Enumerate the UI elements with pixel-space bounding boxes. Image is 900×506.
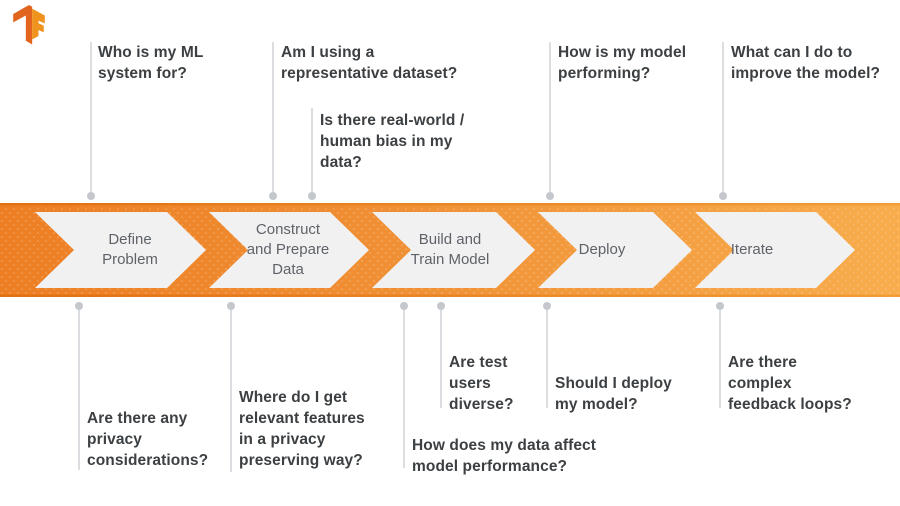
connector-dot xyxy=(719,192,727,200)
connector-line xyxy=(311,108,313,192)
connector-line xyxy=(78,310,80,470)
chevron-label-iterate: Iterate xyxy=(730,241,774,258)
connector-line xyxy=(722,42,724,192)
connector-line xyxy=(230,310,232,472)
band-bottom-edge xyxy=(0,294,900,297)
chevron-label-build-train-model: Build and Train Model xyxy=(410,231,490,268)
connector-line xyxy=(719,310,721,408)
connector-line xyxy=(546,310,548,408)
chevron-define-problem xyxy=(35,212,206,288)
question-ml-system-for: Who is my ML system for? xyxy=(98,44,204,82)
band-top-edge xyxy=(0,203,900,206)
question-human-bias: Is there real-world / human bias in my d… xyxy=(320,112,465,171)
connector-line xyxy=(549,42,551,192)
question-should-i-deploy: Should I deploy my model? xyxy=(555,375,672,413)
connector-dot xyxy=(546,192,554,200)
chevron-construct-prepare-data xyxy=(209,212,369,288)
question-privacy-considerations: Are there any privacy considerations? xyxy=(87,410,209,469)
chevron-deploy xyxy=(538,212,692,288)
connector-dot xyxy=(716,302,724,310)
connector-line xyxy=(440,310,442,408)
connector-line xyxy=(90,42,92,192)
chevron-label-deploy: Deploy xyxy=(578,241,626,258)
question-data-affect-performance: How does my data affect model performanc… xyxy=(412,437,597,475)
question-representative-dataset: Am I using a representative dataset? xyxy=(281,44,458,82)
connector-dot xyxy=(75,302,83,310)
question-model-performing: How is my model performing? xyxy=(558,44,687,82)
connector-dot xyxy=(269,192,277,200)
connector-dot xyxy=(437,302,445,310)
tensorflow-logo-icon xyxy=(13,5,45,45)
connector-dot xyxy=(400,302,408,310)
connector-dot xyxy=(308,192,316,200)
chevron-build-train-model xyxy=(372,212,535,288)
connector-dot xyxy=(543,302,551,310)
process-band xyxy=(0,203,900,297)
chevron-label-construct-prepare-data: Construct and Prepare Data xyxy=(246,221,330,278)
question-test-users-diverse: Are test users diverse? xyxy=(449,354,514,413)
question-feedback-loops: Are there complex feedback loops? xyxy=(728,354,852,413)
chevron-label-define-problem: Define Problem xyxy=(102,231,158,268)
connector-line xyxy=(272,42,274,192)
connector-dot xyxy=(227,302,235,310)
connector-dot xyxy=(87,192,95,200)
connector-line xyxy=(403,310,405,468)
question-privacy-preserving-features: Where do I get relevant features in a pr… xyxy=(239,389,365,469)
question-improve-model: What can I do to improve the model? xyxy=(731,44,881,82)
chevron-iterate xyxy=(695,212,855,288)
